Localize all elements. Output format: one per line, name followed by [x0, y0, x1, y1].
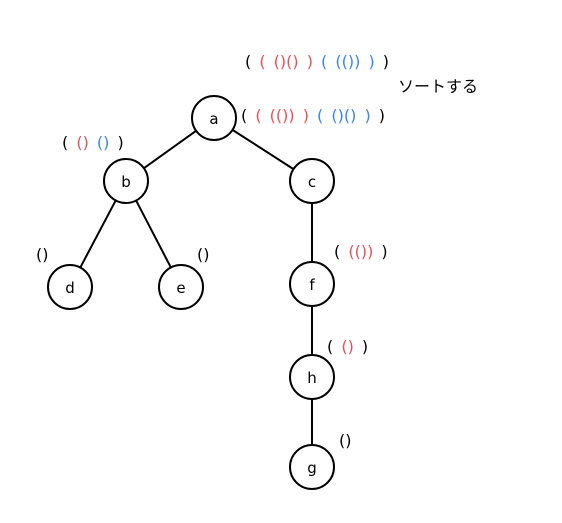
paren-segment: )	[357, 337, 368, 356]
paren-segment: (	[254, 52, 265, 71]
paren-segment: ()()	[269, 52, 299, 71]
edge-b-d	[79, 199, 117, 269]
nodes: a b c d e f h g	[47, 95, 335, 490]
paren-segment: )	[363, 52, 374, 71]
node-g: g	[289, 444, 335, 490]
edge-a-b	[143, 129, 197, 170]
paren-label-e: ()	[197, 245, 209, 264]
node-circle-h	[289, 354, 335, 400]
node-circle-e	[158, 264, 204, 310]
paren-segment: (	[316, 52, 327, 71]
paren-segment: (())	[343, 242, 373, 261]
node-circle-b	[103, 158, 149, 204]
paren-segment: )	[374, 106, 385, 125]
paren-segment: ()	[36, 245, 48, 264]
paren-segment: ()()	[326, 106, 356, 125]
node-label-b: b	[121, 173, 131, 191]
node-f: f	[289, 261, 335, 307]
paren-segment: (	[312, 106, 323, 125]
node-d: d	[47, 264, 93, 310]
paren-segment: ()	[92, 133, 110, 152]
node-circle-f	[289, 261, 335, 307]
node-label-c: c	[308, 173, 316, 191]
node-label-f: f	[309, 276, 315, 294]
node-circle-g	[289, 444, 335, 490]
paren-label-d: ()	[36, 245, 48, 264]
node-circle-a	[191, 95, 237, 141]
paren-segment: ()	[339, 431, 351, 450]
node-label-g: g	[307, 459, 317, 477]
paren-segment: )	[359, 106, 370, 125]
paren-segment: )	[298, 106, 309, 125]
node-c: c	[289, 158, 335, 204]
paren-segment: (	[250, 106, 261, 125]
paren-segment: )	[302, 52, 313, 71]
edge-a-c	[231, 129, 295, 170]
paren-segment: ()	[71, 133, 89, 152]
paren-label-b: ( () () )	[62, 133, 124, 152]
paren-labels: ( ( ()() ) ( (()) ) )( ( (()) ) ( ()() )…	[36, 52, 389, 450]
paren-label-g: ()	[339, 431, 351, 450]
edge-b-e	[135, 200, 172, 268]
paren-segment: (())	[330, 52, 360, 71]
node-a: a	[191, 95, 237, 141]
paren-segment: (	[245, 52, 251, 71]
node-circle-d	[47, 264, 93, 310]
paren-segment: ()	[197, 245, 209, 264]
paren-segment: ()	[336, 337, 354, 356]
paren-segment: )	[376, 242, 387, 261]
node-label-e: e	[176, 279, 185, 297]
node-label-h: h	[307, 369, 317, 387]
node-e: e	[158, 264, 204, 310]
paren-segment: (	[62, 133, 68, 152]
paren-segment: (	[334, 242, 340, 261]
paren-segment: (	[241, 106, 247, 125]
paren-segment: )	[112, 133, 123, 152]
paren-label-f: ( (()) )	[334, 242, 388, 261]
paren-label-h: ( () )	[327, 337, 368, 356]
node-b: b	[103, 158, 149, 204]
node-h: h	[289, 354, 335, 400]
paren-segment: (())	[265, 106, 295, 125]
paren-label-a-sorted: ( ( (()) ) ( ()() ) )	[241, 106, 385, 125]
paren-segment: (	[327, 337, 333, 356]
paren-segment: )	[378, 52, 389, 71]
node-label-a: a	[209, 110, 218, 128]
edges	[79, 129, 313, 445]
paren-label-top-unsorted: ( ( ()() ) ( (()) ) )	[245, 52, 389, 71]
node-label-d: d	[65, 279, 75, 297]
sort-note: ソートする	[398, 77, 478, 96]
node-circle-c	[289, 158, 335, 204]
